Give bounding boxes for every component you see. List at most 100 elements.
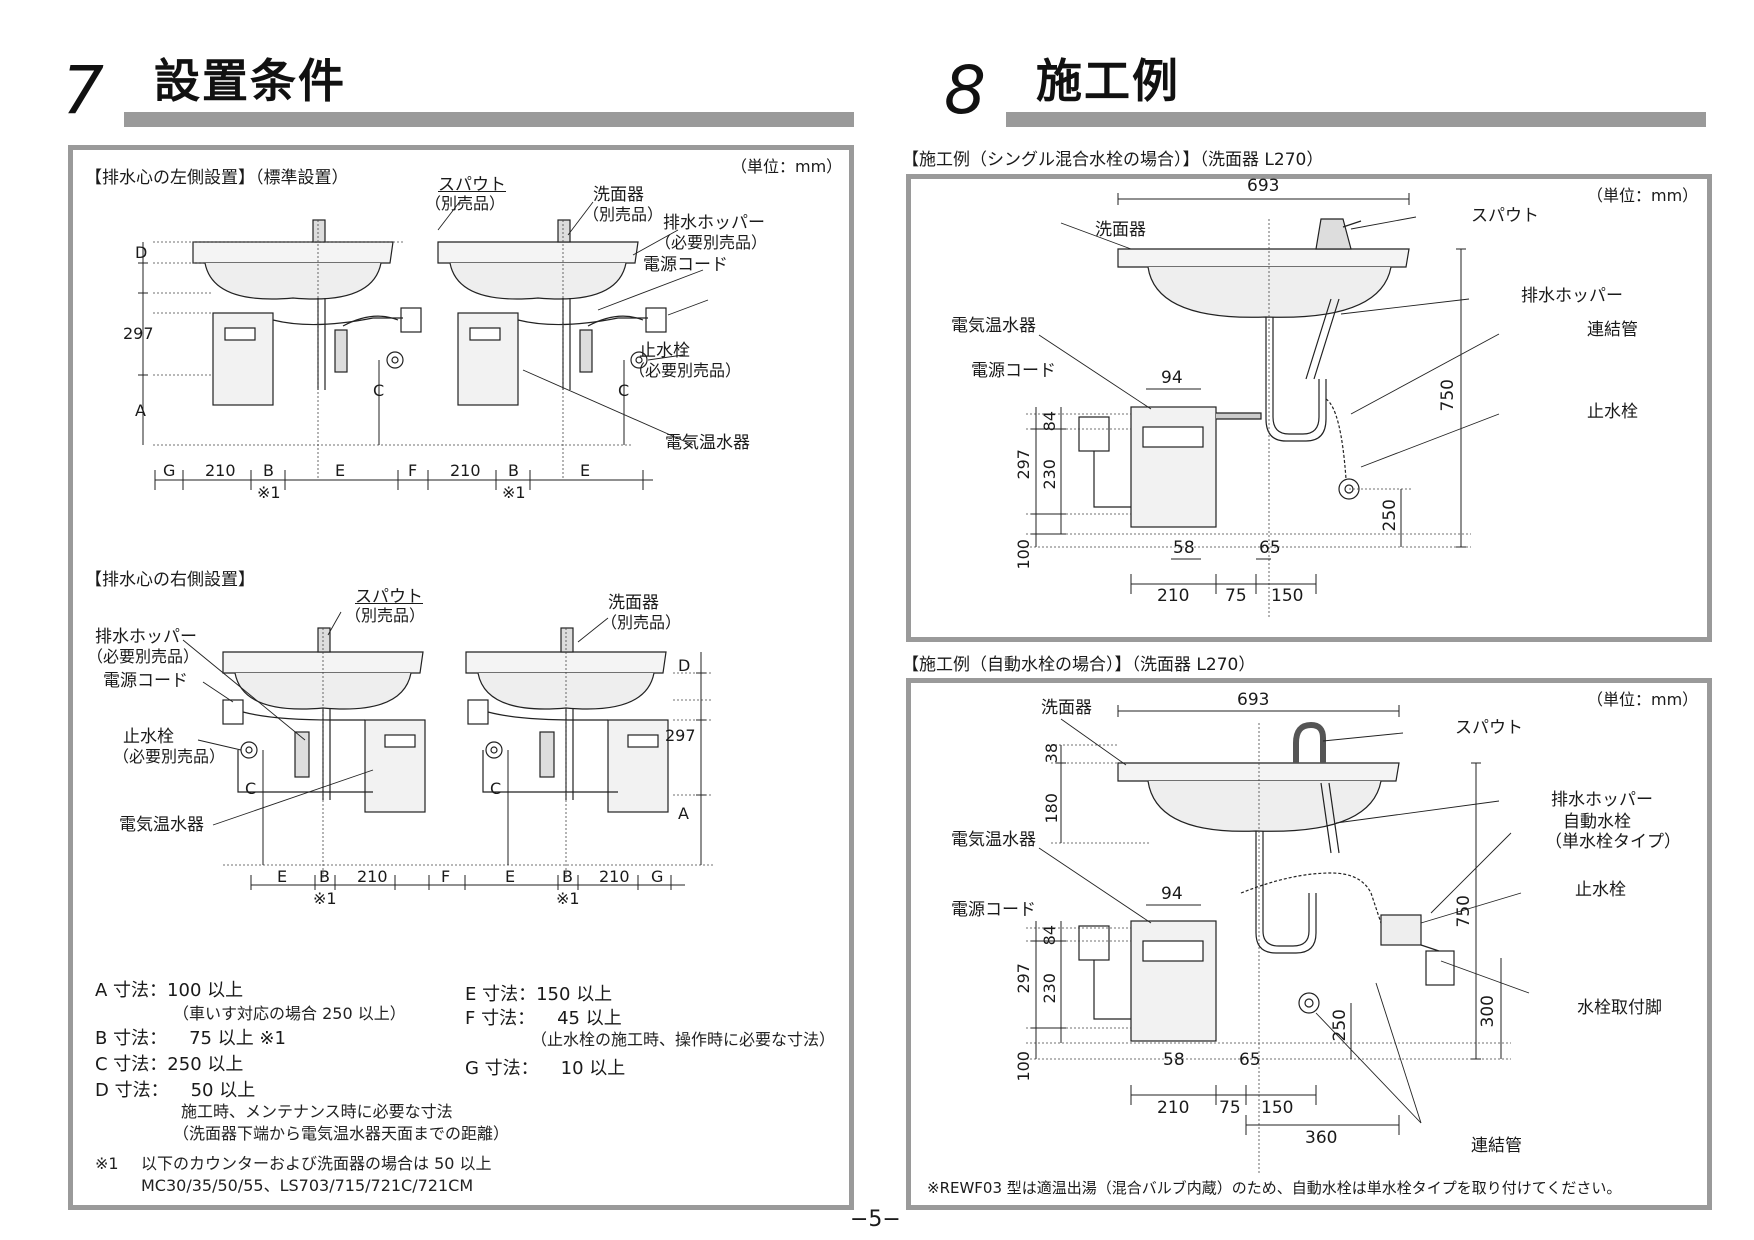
ex2-dim-297: 297 bbox=[1014, 963, 1033, 994]
right-cord-label: 電源コード bbox=[103, 671, 188, 691]
dim-B-top-1: B bbox=[263, 461, 274, 480]
ex2-dim-750: 750 bbox=[1454, 895, 1474, 928]
legend-a: A 寸法：100 以上 bbox=[95, 980, 244, 1001]
section-8-bar bbox=[1006, 112, 1706, 127]
legend-f: F 寸法：45 以上 bbox=[465, 1008, 622, 1029]
ex1-dim-297: 297 bbox=[1014, 449, 1033, 480]
legend-d-note2: （洗面器下端から電気温水器天面までの距離） bbox=[173, 1124, 510, 1143]
legend-d-note1: 施工時、メンテナンス時に必要な寸法 bbox=[181, 1102, 453, 1121]
ex2-dim-38: 38 bbox=[1042, 743, 1061, 764]
dim-F-top: F bbox=[408, 461, 418, 480]
ex2-dim-94: 94 bbox=[1161, 884, 1183, 904]
dim-B-bottom-2: B bbox=[562, 867, 573, 886]
right-basin-label: 洗面器 bbox=[608, 593, 659, 613]
ex2-dim-360: 360 bbox=[1305, 1128, 1338, 1148]
section-7-bar bbox=[124, 112, 854, 127]
dim-A-bottom: A bbox=[678, 804, 689, 823]
dim-E-bottom-1: E bbox=[277, 867, 288, 886]
left-hopper-label: 排水ホッパー bbox=[663, 213, 765, 233]
right-install-diagram bbox=[182, 611, 713, 890]
ex2-note: ※REWF03 型は適温出湯（混合バルブ内蔵）のため、自動水栓は単水栓タイプを取… bbox=[927, 1179, 1622, 1197]
legend-e: E 寸法：150 以上 bbox=[465, 984, 613, 1005]
ex2-dim-84: 84 bbox=[1040, 925, 1059, 946]
example1-panel: （単位：mm） bbox=[906, 174, 1712, 642]
footnote-mark: ※1 bbox=[95, 1154, 119, 1173]
dim-note1-top-1: ※1 bbox=[257, 483, 281, 502]
dim-297-top: 297 bbox=[123, 324, 154, 343]
ex2-dim-230: 230 bbox=[1040, 973, 1059, 1004]
left-hopper-sub: （必要別売品） bbox=[655, 233, 768, 252]
ex1-hopper-label: 排水ホッパー bbox=[1521, 286, 1623, 306]
ex2-dim-100: 100 bbox=[1014, 1051, 1033, 1082]
section-7-number: 7 bbox=[62, 52, 104, 129]
dim-G-top: G bbox=[163, 461, 176, 480]
ex2-dim-150: 150 bbox=[1261, 1098, 1294, 1118]
legend-f-note: （止水栓の施工時、操作時に必要な寸法） bbox=[531, 1030, 836, 1049]
left-cord-label: 電源コード bbox=[643, 255, 728, 275]
ex2-basin-label: 洗面器 bbox=[1041, 698, 1092, 718]
ex2-dim-58: 58 bbox=[1163, 1050, 1185, 1070]
dim-210-top-1: 210 bbox=[205, 461, 236, 480]
dim-C-top-2: C bbox=[618, 381, 630, 400]
example2-diagram bbox=[1026, 705, 1530, 1173]
right-install-caption: 【排水心の右側設置】 bbox=[85, 570, 255, 590]
dim-E-bottom-2: E bbox=[505, 867, 516, 886]
dim-D-bottom: D bbox=[678, 656, 691, 675]
ex1-pipe-label: 連結管 bbox=[1587, 320, 1638, 340]
dim-F-bottom: F bbox=[441, 867, 451, 886]
dim-B-top-2: B bbox=[508, 461, 519, 480]
ex2-pipe-label: 連結管 bbox=[1471, 1136, 1522, 1156]
ex2-dim-75: 75 bbox=[1219, 1098, 1241, 1118]
ex1-dim-693: 693 bbox=[1247, 176, 1280, 196]
ex2-cord-label: 電源コード bbox=[951, 900, 1036, 920]
ex2-faucetleg-label: 水栓取付脚 bbox=[1577, 998, 1662, 1018]
section-8-title: 施工例 bbox=[1036, 54, 1180, 108]
ex2-dim-300: 300 bbox=[1478, 995, 1498, 1028]
legend-a-note: （車いす対応の場合 250 以上） bbox=[173, 1004, 406, 1023]
ex1-cord-label: 電源コード bbox=[971, 361, 1056, 381]
right-spout-label: スパウト bbox=[355, 587, 423, 607]
ex1-dim-75: 75 bbox=[1225, 586, 1247, 606]
left-heater-label: 電気温水器 bbox=[665, 433, 750, 453]
section-7-panel: （単位：mm） 【排水心の左側設置】（標準設置） 【排水心の右側設置】 bbox=[68, 145, 854, 1210]
example1-caption: 【施工例（シングル混合水栓の場合）】（洗面器 L270） bbox=[902, 150, 1324, 170]
example1-unit: （単位：mm） bbox=[1587, 186, 1699, 205]
ex2-dim-180: 180 bbox=[1042, 793, 1061, 824]
dim-G-bottom: G bbox=[651, 867, 664, 886]
left-install-diagram bbox=[138, 199, 709, 490]
right-hopper-sub: （必要別売品） bbox=[87, 647, 200, 666]
page-number: −5− bbox=[850, 1207, 901, 1232]
dim-297-bottom: 297 bbox=[665, 726, 696, 745]
right-stopcock-label: 止水栓 bbox=[123, 727, 174, 747]
left-stopcock-label: 止水栓 bbox=[639, 341, 690, 361]
ex1-dim-150: 150 bbox=[1271, 586, 1304, 606]
ex1-dim-250: 250 bbox=[1380, 499, 1400, 532]
dim-note1-bottom-2: ※1 bbox=[556, 889, 580, 908]
right-stopcock-sub: （必要別売品） bbox=[113, 747, 226, 766]
ex1-dim-84: 84 bbox=[1040, 411, 1059, 432]
section-8-number: 8 bbox=[944, 52, 986, 129]
left-basin-sub: （別売品） bbox=[583, 205, 664, 224]
dim-E-top-1: E bbox=[335, 461, 346, 480]
ex2-dim-65: 65 bbox=[1239, 1050, 1261, 1070]
dim-C-bottom-1: C bbox=[245, 779, 257, 798]
ex1-basin-label: 洗面器 bbox=[1095, 220, 1146, 240]
dim-210-top-2: 210 bbox=[450, 461, 481, 480]
dim-210-bottom-2: 210 bbox=[599, 867, 630, 886]
ex2-dim-250: 250 bbox=[1330, 1009, 1350, 1042]
ex2-autofaucet-sub: （単水栓タイプ） bbox=[1545, 832, 1681, 852]
ex1-dim-210: 210 bbox=[1157, 586, 1190, 606]
left-spout-label: スパウト bbox=[438, 175, 506, 195]
example1-diagram bbox=[1026, 193, 1500, 619]
ex2-hopper-label: 排水ホッパー bbox=[1551, 790, 1653, 810]
left-spout-sub: （別売品） bbox=[425, 194, 506, 213]
ex2-autofaucet-label: 自動水栓 bbox=[1563, 812, 1631, 832]
left-stopcock-sub: （必要別売品） bbox=[629, 361, 742, 380]
example2-caption: 【施工例（自動水栓の場合）】（洗面器 L270） bbox=[902, 655, 1256, 675]
ex1-dim-58: 58 bbox=[1173, 538, 1195, 558]
example2-panel: （単位：mm） bbox=[906, 678, 1712, 1210]
dim-C-bottom-2: C bbox=[490, 779, 502, 798]
ex2-stopcock-label: 止水栓 bbox=[1575, 880, 1626, 900]
right-hopper-label: 排水ホッパー bbox=[95, 627, 197, 647]
footnote-line2: MC30/35/50/55、LS703/715/721C/721CM bbox=[141, 1176, 474, 1195]
